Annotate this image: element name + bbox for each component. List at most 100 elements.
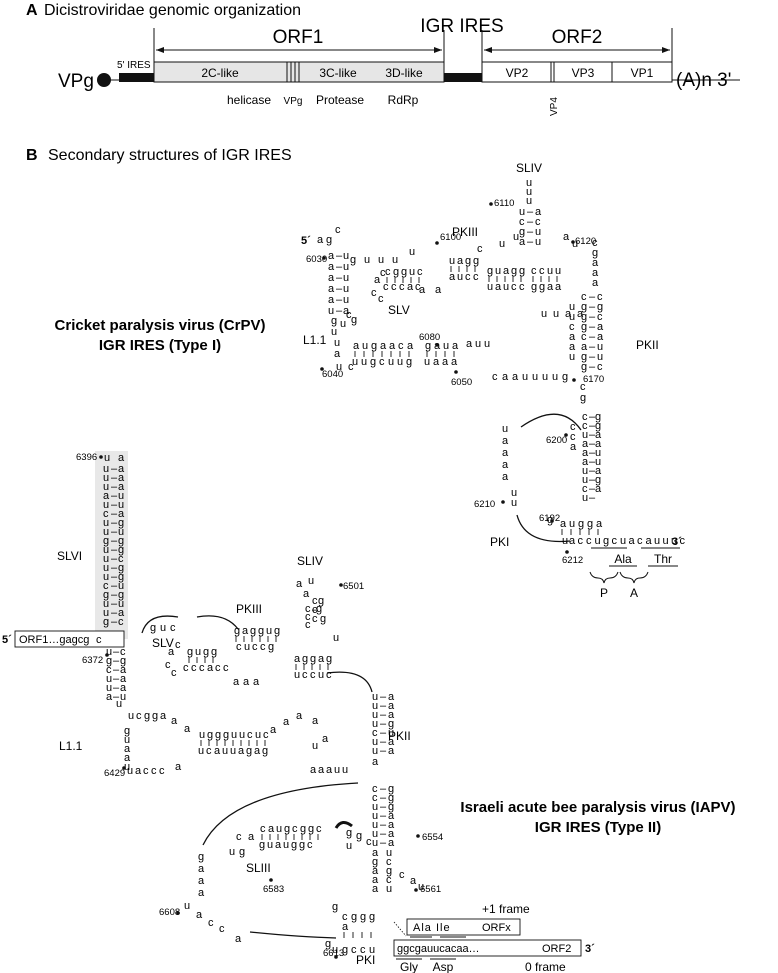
polya-label: (A)n 3'	[676, 70, 731, 91]
nucleotide: u	[409, 246, 415, 258]
iapv-pkiii-arc-right	[196, 615, 239, 630]
iapv-nt: u	[199, 729, 205, 741]
crpv-nt: g	[519, 226, 525, 238]
iapv-nt: a	[372, 865, 379, 877]
iapv-nt: g	[120, 655, 126, 667]
base-pair: –	[336, 261, 343, 273]
crpv-nt: a	[569, 341, 576, 353]
crpv-nt: a	[512, 371, 519, 383]
nucleotide: a	[184, 723, 191, 735]
crpv-num-6080: 6080	[419, 332, 440, 343]
nucleotide: u	[308, 575, 314, 587]
nucleotide: a	[171, 715, 178, 727]
crpv-nt: u	[535, 226, 541, 238]
crpv-nt: g	[595, 411, 601, 423]
iapv-nt: a	[106, 691, 113, 703]
iapv-nt: u	[294, 669, 300, 681]
crpv-nt: u	[535, 236, 541, 248]
crpv-nt: u	[364, 254, 370, 266]
crpv-nt: u	[378, 254, 384, 266]
position-dot	[334, 955, 338, 959]
crpv-p-brace	[589, 571, 619, 584]
nucleotide: a	[342, 921, 349, 933]
vp1-label: VP1	[631, 66, 654, 80]
domain-3d: 3D-like	[385, 66, 423, 80]
nucleotide: u	[499, 238, 505, 250]
position-dot	[269, 878, 273, 882]
crpv-nt: u	[582, 465, 588, 477]
iapv-nt: g	[325, 938, 331, 950]
nucleotide: u	[346, 840, 352, 852]
base-pair: –	[111, 508, 118, 520]
position-dot	[435, 241, 439, 245]
crpv-nt: a	[595, 438, 602, 450]
crpv-nt: a	[435, 284, 442, 296]
iapv-nt: a	[214, 745, 221, 757]
iapv-orf1-box	[14, 630, 125, 648]
nucleotide: c	[477, 243, 483, 255]
iapv-nt: c	[199, 662, 205, 674]
crpv-nt: g	[539, 281, 545, 293]
panel-b-title: Secondary structures of IGR IRES	[48, 147, 292, 164]
iapv-nt: u	[124, 734, 130, 746]
iapv-nt: u	[106, 673, 112, 685]
crpv-nt: c	[391, 281, 397, 293]
crpv-nt: c	[570, 421, 576, 433]
iapv-nt: c	[312, 595, 318, 607]
crpv-nt: c	[592, 237, 598, 249]
base-pair: –	[380, 819, 387, 831]
crpv-nt: u	[519, 206, 525, 218]
crpv-nt: a	[555, 281, 562, 293]
iapv-asp: Asp	[433, 960, 454, 973]
crpv-nt: a	[407, 340, 414, 352]
crpv-nt: a	[595, 483, 602, 495]
position-dot	[105, 653, 109, 657]
iapv-nt: a	[160, 710, 167, 722]
crpv-nt: c	[586, 535, 592, 547]
panel-a-title: Dicistroviridae genomic organization	[44, 2, 301, 19]
crpv-ala-codon: Ala	[614, 552, 632, 566]
iapv-nt: a	[118, 508, 125, 520]
iapv-nt: a	[198, 887, 205, 899]
crpv-nt: u	[654, 535, 660, 547]
crpv-nt: a	[502, 371, 509, 383]
crpv-nt: c	[417, 266, 423, 278]
crpv-nt: u	[343, 272, 349, 284]
crpv-nt: c	[597, 291, 603, 303]
base-pair: –	[380, 691, 387, 703]
base-pair: –	[113, 682, 120, 694]
nucleotide: c	[171, 667, 177, 679]
crpv-nt: u	[331, 326, 337, 338]
iapv-nt: g	[308, 823, 314, 835]
position-dot	[416, 834, 420, 838]
iapv-nt: a	[318, 653, 325, 665]
iapv-nt: g	[246, 745, 252, 757]
iapv-nt: a	[118, 463, 125, 475]
crpv-nt: g	[406, 356, 412, 368]
iapv-nt: a	[372, 883, 379, 895]
iapv-gly: Gly	[400, 960, 418, 973]
nucleotide: –	[312, 604, 319, 616]
iapv-pki-label: PKI	[356, 953, 375, 967]
base-pair: –	[589, 456, 596, 468]
iapv-nt: a	[318, 764, 325, 776]
vpg-label: VPg	[58, 71, 94, 92]
iapv-nt: u	[372, 709, 378, 721]
base-pair: –	[380, 700, 387, 712]
iapv-nt: c	[292, 823, 298, 835]
crpv-nt: g	[595, 474, 601, 486]
iapv-nt: a	[388, 691, 395, 703]
nucleotide: a	[196, 909, 203, 921]
iapv-num-6396: 6396	[76, 452, 97, 463]
iapv-num-6608: 6608	[159, 907, 180, 918]
crpv-nt: g	[562, 371, 568, 383]
iapv-plus1-frame: +1 frame	[482, 902, 530, 916]
iapv-nt: g	[211, 646, 217, 658]
base-pair: –	[589, 483, 596, 495]
crpv-nt: u	[457, 271, 463, 283]
crpv-nt: u	[542, 371, 548, 383]
iapv-nt: a	[118, 452, 125, 464]
crpv-num-6192: 6192	[539, 513, 560, 524]
iapv-nt: g	[291, 839, 297, 851]
crpv-nt: u	[582, 474, 588, 486]
